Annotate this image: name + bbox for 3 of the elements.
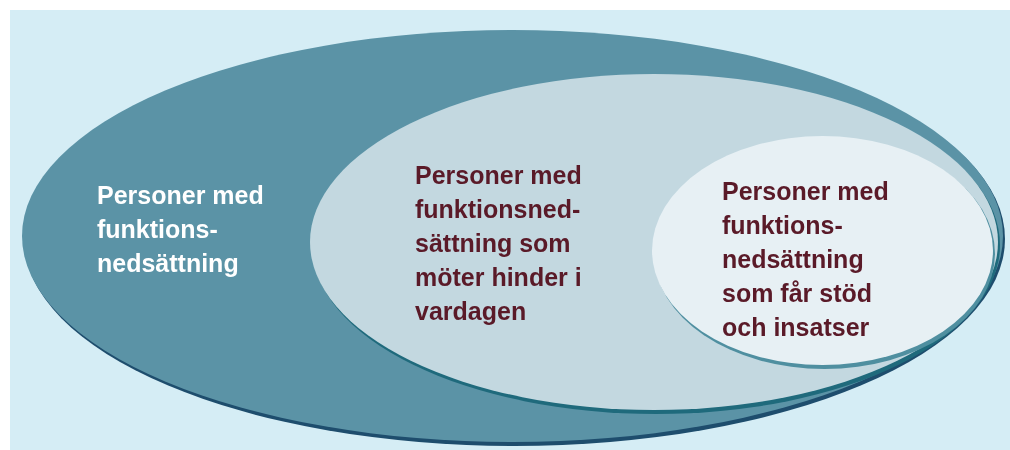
ellipse-label: Personer med funktions- nedsättning som får stöd och insatser	[722, 176, 890, 343]
ellipse-label: Personer med funktionsned- sättning som möter hinder i vardagen	[415, 160, 583, 327]
ellipse-label: Personer med funktions- nedsättning	[97, 180, 265, 279]
